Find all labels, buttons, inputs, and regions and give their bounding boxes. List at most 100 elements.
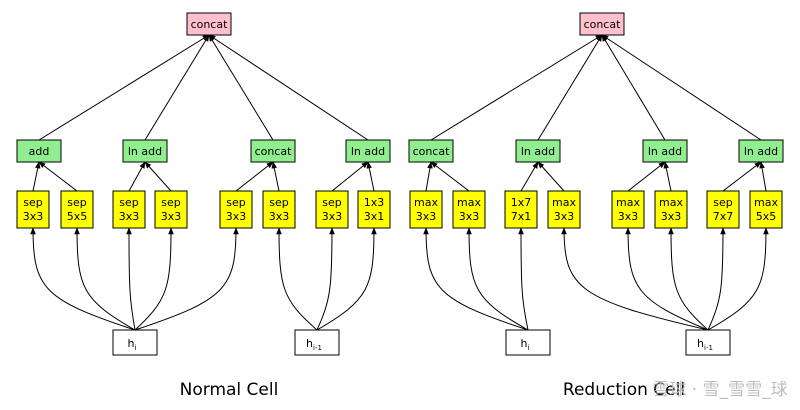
combine-label-0: concat bbox=[413, 145, 451, 158]
op-node-5 bbox=[654, 190, 688, 229]
edge-op-combine bbox=[32, 161, 41, 192]
combine-node-1 bbox=[122, 139, 168, 163]
edge-combine-output bbox=[601, 34, 762, 141]
cell-output-label: concat bbox=[191, 18, 229, 31]
op-label-line2-2: 7x1 bbox=[511, 210, 532, 223]
op-label-line1-5: max bbox=[659, 196, 683, 209]
combine-node-1 bbox=[515, 139, 561, 163]
op-label-line2-6: 7x7 bbox=[713, 210, 734, 223]
edge-combine-output bbox=[537, 34, 603, 141]
op-node-2 bbox=[112, 190, 146, 229]
op-label-line2-4: 3x3 bbox=[226, 210, 247, 223]
op-node-3 bbox=[154, 190, 188, 229]
edge-input-op bbox=[276, 227, 318, 331]
op-label-line2-0: 3x3 bbox=[416, 210, 437, 223]
op-label-line1-2: 1x7 bbox=[511, 196, 532, 209]
edge-combine-output bbox=[208, 34, 369, 141]
op-node-1 bbox=[60, 190, 94, 229]
cell-output-label: concat bbox=[584, 18, 622, 31]
input-label-0: hi bbox=[521, 337, 530, 352]
op-label-line2-2: 3x3 bbox=[119, 210, 140, 223]
edge-input-op bbox=[316, 227, 377, 331]
edge-input-op bbox=[134, 227, 239, 331]
combine-label-1: ln add bbox=[128, 145, 162, 158]
op-label-line1-6: sep bbox=[713, 196, 732, 209]
edge-combine-output bbox=[144, 34, 210, 141]
edge-op-combine bbox=[128, 161, 146, 192]
combine-node-0 bbox=[16, 139, 62, 163]
op-node-1 bbox=[452, 190, 486, 229]
op-node-3 bbox=[547, 190, 581, 229]
op-label-line2-4: 3x3 bbox=[618, 210, 639, 223]
edge-combine-output bbox=[601, 34, 666, 141]
edge-input-op bbox=[423, 227, 529, 331]
edge-op-combine bbox=[144, 161, 172, 192]
edge-input-op bbox=[707, 227, 726, 331]
op-label-line1-1: sep bbox=[67, 196, 86, 209]
combine-node-0 bbox=[408, 139, 454, 163]
cell-title: Normal Cell bbox=[180, 380, 279, 400]
combine-label-3: ln add bbox=[744, 145, 778, 158]
op-label-line1-7: 1x3 bbox=[364, 196, 385, 209]
op-node-0 bbox=[16, 190, 50, 229]
combine-label-2: ln add bbox=[648, 145, 682, 158]
op-label-line1-4: max bbox=[616, 196, 640, 209]
input-subscript-0: i bbox=[135, 344, 137, 352]
op-label-line1-0: max bbox=[414, 196, 438, 209]
cell-output-concat bbox=[186, 12, 232, 36]
edge-op-combine bbox=[331, 161, 369, 192]
edge-op-combine bbox=[520, 161, 539, 192]
edge-op-combine bbox=[425, 161, 433, 192]
op-label-line2-3: 3x3 bbox=[161, 210, 182, 223]
op-label-line1-3: max bbox=[552, 196, 576, 209]
op-node-4 bbox=[219, 190, 253, 229]
combine-node-2 bbox=[642, 139, 688, 163]
edge-input-op bbox=[126, 227, 136, 331]
edge-op-combine bbox=[271, 161, 280, 192]
op-label-line1-2: sep bbox=[119, 196, 138, 209]
op-label-line1-3: sep bbox=[161, 196, 180, 209]
op-label-line2-5: 3x3 bbox=[661, 210, 682, 223]
op-label-line1-5: sep bbox=[269, 196, 288, 209]
op-label-line1-7: max bbox=[754, 196, 778, 209]
edge-input-op bbox=[74, 227, 136, 331]
combine-label-0: add bbox=[29, 145, 50, 158]
op-node-4 bbox=[611, 190, 645, 229]
op-label-line1-4: sep bbox=[226, 196, 245, 209]
cell-output-concat bbox=[579, 12, 625, 36]
edge-op-combine bbox=[627, 161, 666, 192]
input-subscript-1: i-1 bbox=[704, 344, 713, 352]
edge-input-op bbox=[668, 227, 709, 331]
edge-input-op bbox=[466, 227, 529, 331]
input-subscript-1: i-1 bbox=[313, 344, 322, 352]
edge-op-combine bbox=[38, 161, 78, 192]
cell-title: Reduction Cell bbox=[563, 380, 685, 400]
edge-input-op bbox=[561, 227, 709, 331]
op-label-line2-0: 3x3 bbox=[23, 210, 44, 223]
op-label-line1-6: sep bbox=[322, 196, 341, 209]
edge-input-op bbox=[316, 227, 335, 331]
op-node-5 bbox=[262, 190, 296, 229]
input-label-0: hi bbox=[128, 337, 137, 352]
edge-input-op bbox=[518, 227, 529, 331]
combine-node-3 bbox=[738, 139, 784, 163]
op-label-line1-0: sep bbox=[23, 196, 42, 209]
edge-op-combine bbox=[663, 161, 672, 192]
input-node-1 bbox=[685, 329, 731, 356]
op-label-line2-7: 5x5 bbox=[756, 210, 777, 223]
input-node-1 bbox=[294, 329, 340, 356]
combine-label-3: ln add bbox=[351, 145, 385, 158]
edge-op-combine bbox=[759, 161, 767, 192]
edge-op-combine bbox=[235, 161, 274, 192]
op-label-line2-1: 5x5 bbox=[67, 210, 88, 223]
watermark: 雪球 · 雪_雪雪_球 bbox=[652, 380, 787, 400]
edge-op-combine bbox=[430, 161, 470, 192]
edge-input-op bbox=[625, 227, 709, 331]
op-node-6 bbox=[706, 190, 740, 229]
edge-op-combine bbox=[366, 161, 375, 192]
edge-combine-output bbox=[208, 34, 274, 141]
op-label-line2-1: 3x3 bbox=[459, 210, 480, 223]
op-label-line2-6: 3x3 bbox=[322, 210, 343, 223]
